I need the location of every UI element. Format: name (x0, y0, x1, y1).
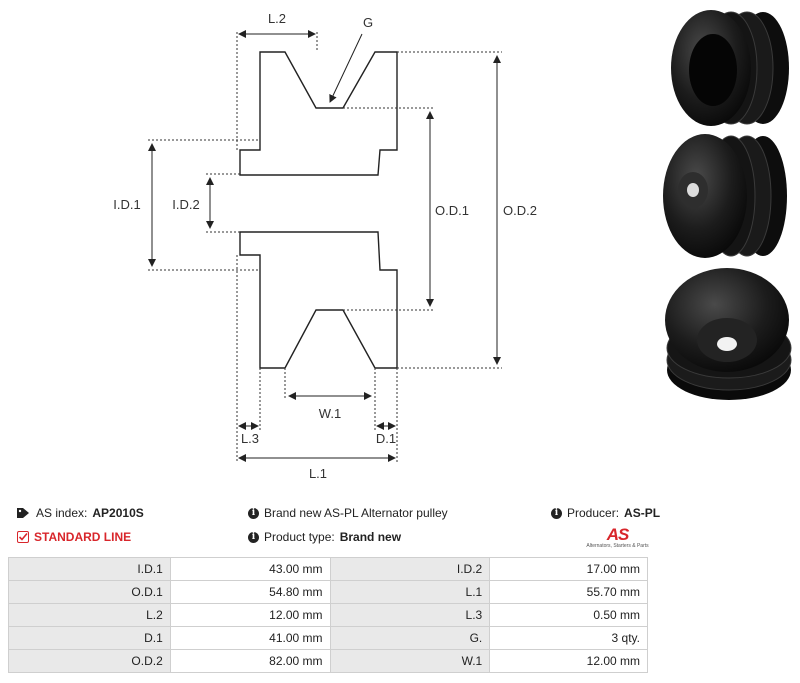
label-l2: L.2 (268, 11, 286, 26)
product-photos (663, 10, 792, 400)
pulley-photo-top (665, 268, 792, 400)
label-od2: O.D.2 (503, 203, 537, 218)
standard-line-text: STANDARD LINE (34, 530, 132, 544)
spec-label: D.1 (8, 626, 171, 650)
spec-label: I.D.2 (329, 557, 491, 581)
pulley-outline (239, 51, 398, 369)
spec-value: 43.00 mm (169, 557, 331, 581)
pulley-photo-front (663, 134, 787, 258)
standard-line: STANDARD LINE (17, 530, 131, 544)
spec-value: 54.80 mm (169, 580, 331, 604)
label-id1: I.D.1 (113, 197, 140, 212)
spec-value: 17.00 mm (489, 557, 648, 581)
as-pl-logo: AS Alternators, Starters & Parts (585, 525, 650, 549)
producer-value: AS-PL (624, 506, 661, 520)
spec-label: L.2 (8, 603, 171, 627)
spec-label: I.D.1 (8, 557, 171, 581)
label-w1: W.1 (319, 406, 341, 421)
label-l1: L.1 (309, 466, 327, 481)
tag-icon (17, 508, 29, 518)
as-index-label: AS index: (36, 506, 88, 520)
spec-label: L.3 (329, 603, 491, 627)
label-d1: D.1 (376, 431, 396, 446)
logo-tagline: Alternators, Starters & Parts (586, 543, 649, 549)
description: i Brand new AS-PL Alternator pulley (248, 506, 448, 520)
label-g: G (363, 15, 373, 30)
producer-label: Producer: (567, 506, 620, 520)
info-icon: i (248, 507, 259, 519)
spec-value: 55.70 mm (489, 580, 648, 604)
spec-value: 12.00 mm (169, 603, 331, 627)
spec-value: 0.50 mm (489, 603, 648, 627)
spec-value: 3 qty. (489, 626, 648, 650)
spec-value: 12.00 mm (489, 649, 648, 673)
as-index-value: AP2010S (92, 506, 144, 520)
spec-label: G. (329, 626, 491, 650)
pulley-technical-drawing: L.2 G I.D.1 I.D.2 O.D.1 O.D.2 W.1 L.3 D.… (113, 11, 537, 481)
product-type-label: Product type: (264, 530, 335, 544)
checkbox-checked-icon (17, 531, 29, 543)
product-type: i Product type: Brand new (248, 530, 401, 544)
spec-label: W.1 (329, 649, 491, 673)
pulley-photo-side (671, 10, 789, 126)
spec-label: O.D.2 (8, 649, 171, 673)
spec-value: 41.00 mm (169, 626, 331, 650)
label-od1: O.D.1 (435, 203, 469, 218)
extension-lines (148, 32, 502, 462)
description-text: Brand new AS-PL Alternator pulley (264, 506, 448, 520)
logo-mark: AS (606, 525, 630, 544)
product-type-value: Brand new (339, 530, 402, 544)
as-index: AS index: AP2010S (17, 506, 144, 520)
info-icon: i (248, 531, 259, 543)
info-icon: i (551, 507, 562, 519)
producer: i Producer: AS-PL (551, 506, 660, 520)
label-id2: I.D.2 (172, 197, 199, 212)
dimension-lines (148, 30, 501, 462)
spec-label: L.1 (329, 580, 491, 604)
spec-value: 82.00 mm (169, 649, 331, 673)
spec-label: O.D.1 (8, 580, 171, 604)
label-l3: L.3 (241, 431, 259, 446)
